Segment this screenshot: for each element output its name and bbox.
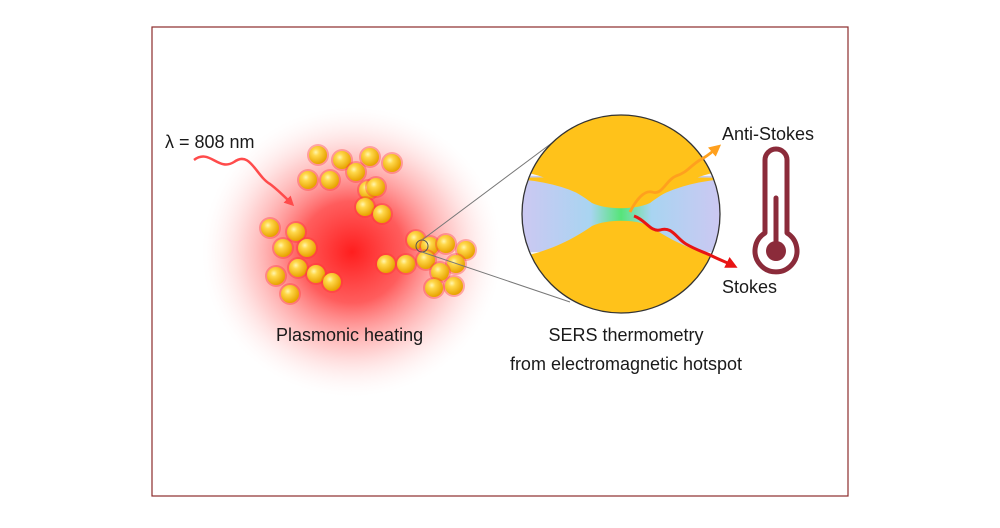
gold-nanoparticle-icon	[383, 154, 401, 172]
gold-nanoparticle-icon	[307, 265, 325, 283]
gold-nanoparticle-icon	[431, 263, 449, 281]
anti-stokes-arrow	[628, 144, 722, 213]
gold-nanoparticle-icon	[333, 151, 351, 169]
gold-nanoparticle-icon	[457, 241, 475, 259]
gold-nanoparticle-icon	[267, 267, 285, 285]
gold-nanoparticle-icon	[289, 259, 307, 277]
gold-nanoparticle-icon	[445, 277, 463, 295]
zoom-line-top	[421, 127, 573, 241]
gold-nanoparticle-icon	[323, 273, 341, 291]
stokes-arrow	[633, 214, 738, 268]
gold-nanoparticle-icon	[417, 251, 435, 269]
gold-nanoparticle-icon	[298, 239, 316, 257]
gold-nanoparticle-icon	[347, 163, 365, 181]
gold-nanoparticle-icon	[437, 235, 455, 253]
gold-nanoparticle-icon	[309, 146, 327, 164]
gold-nanoparticle-icon	[274, 239, 292, 257]
sers-caption-line2: from electromagnetic hotspot	[510, 354, 742, 374]
sers-caption-line1: SERS thermometry	[548, 325, 703, 345]
gold-nanoparticle-icon	[321, 171, 339, 189]
gold-nanoparticle-icon	[281, 285, 299, 303]
laser-excitation-arrow	[193, 155, 295, 207]
thermometer-icon	[752, 146, 800, 275]
anti-stokes-label: Anti-Stokes	[722, 124, 814, 144]
gold-nanoparticle-icon	[397, 255, 415, 273]
wavelength-label: λ = 808 nm	[165, 132, 255, 152]
gold-nanoparticle-icon	[373, 205, 391, 223]
gold-nanoparticle-icon	[367, 178, 385, 196]
gold-nanoparticle-icon	[407, 231, 425, 249]
gold-nanoparticle-icon	[299, 171, 317, 189]
nanoparticle-clusters	[259, 144, 477, 305]
gold-nanoparticle-icon	[425, 279, 443, 297]
gold-nanoparticle-icon	[377, 255, 395, 273]
plasmonic-heating-label: Plasmonic heating	[276, 325, 423, 345]
gold-nanoparticle-icon	[356, 198, 374, 216]
stokes-label: Stokes	[722, 277, 777, 297]
gold-nanoparticle-icon	[361, 148, 379, 166]
plasmonic-heat-glow	[202, 107, 502, 397]
gold-nanoparticle-icon	[261, 219, 279, 237]
gold-nanoparticle-icon	[287, 223, 305, 241]
zoom-line-bottom	[421, 251, 571, 303]
